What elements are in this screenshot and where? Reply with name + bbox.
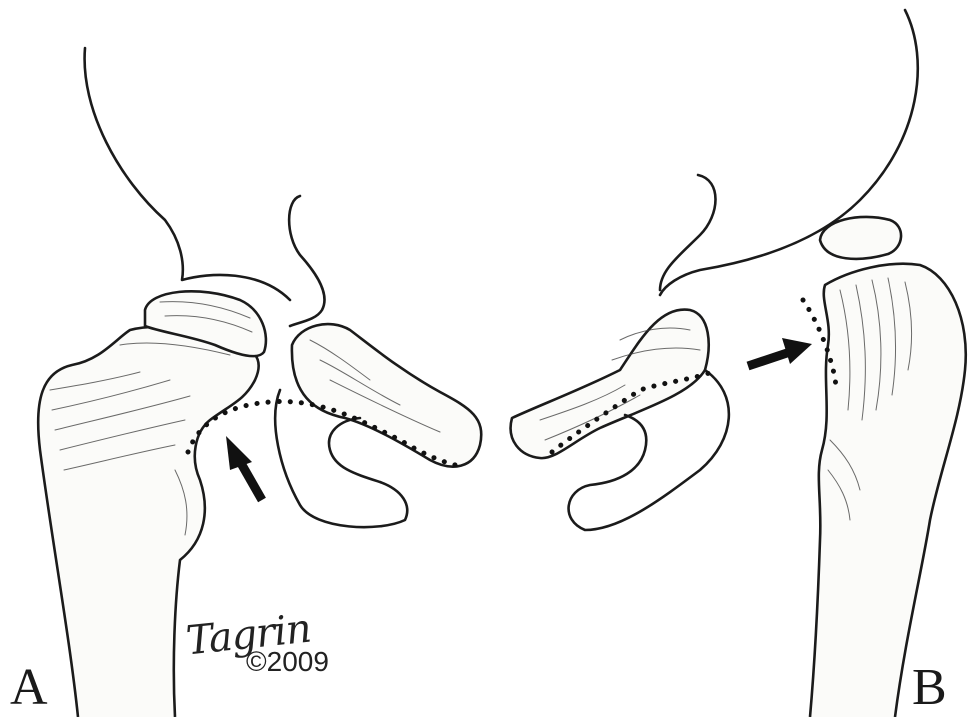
panel-b-coracoid [511, 310, 709, 459]
copyright-notice: ©2009 [246, 646, 329, 678]
panel-a-scapular-spine [289, 196, 324, 326]
panel-a-soft-tissue-outline [85, 48, 290, 300]
panel-b-drawing [511, 10, 966, 717]
panel-b-arrow [748, 338, 812, 366]
panel-b-acromion [820, 217, 901, 259]
panel-label-a: A [10, 662, 48, 714]
panel-b-humerus [810, 264, 966, 717]
panel-label-b: B [912, 662, 947, 714]
panel-a-arrow [226, 436, 262, 500]
